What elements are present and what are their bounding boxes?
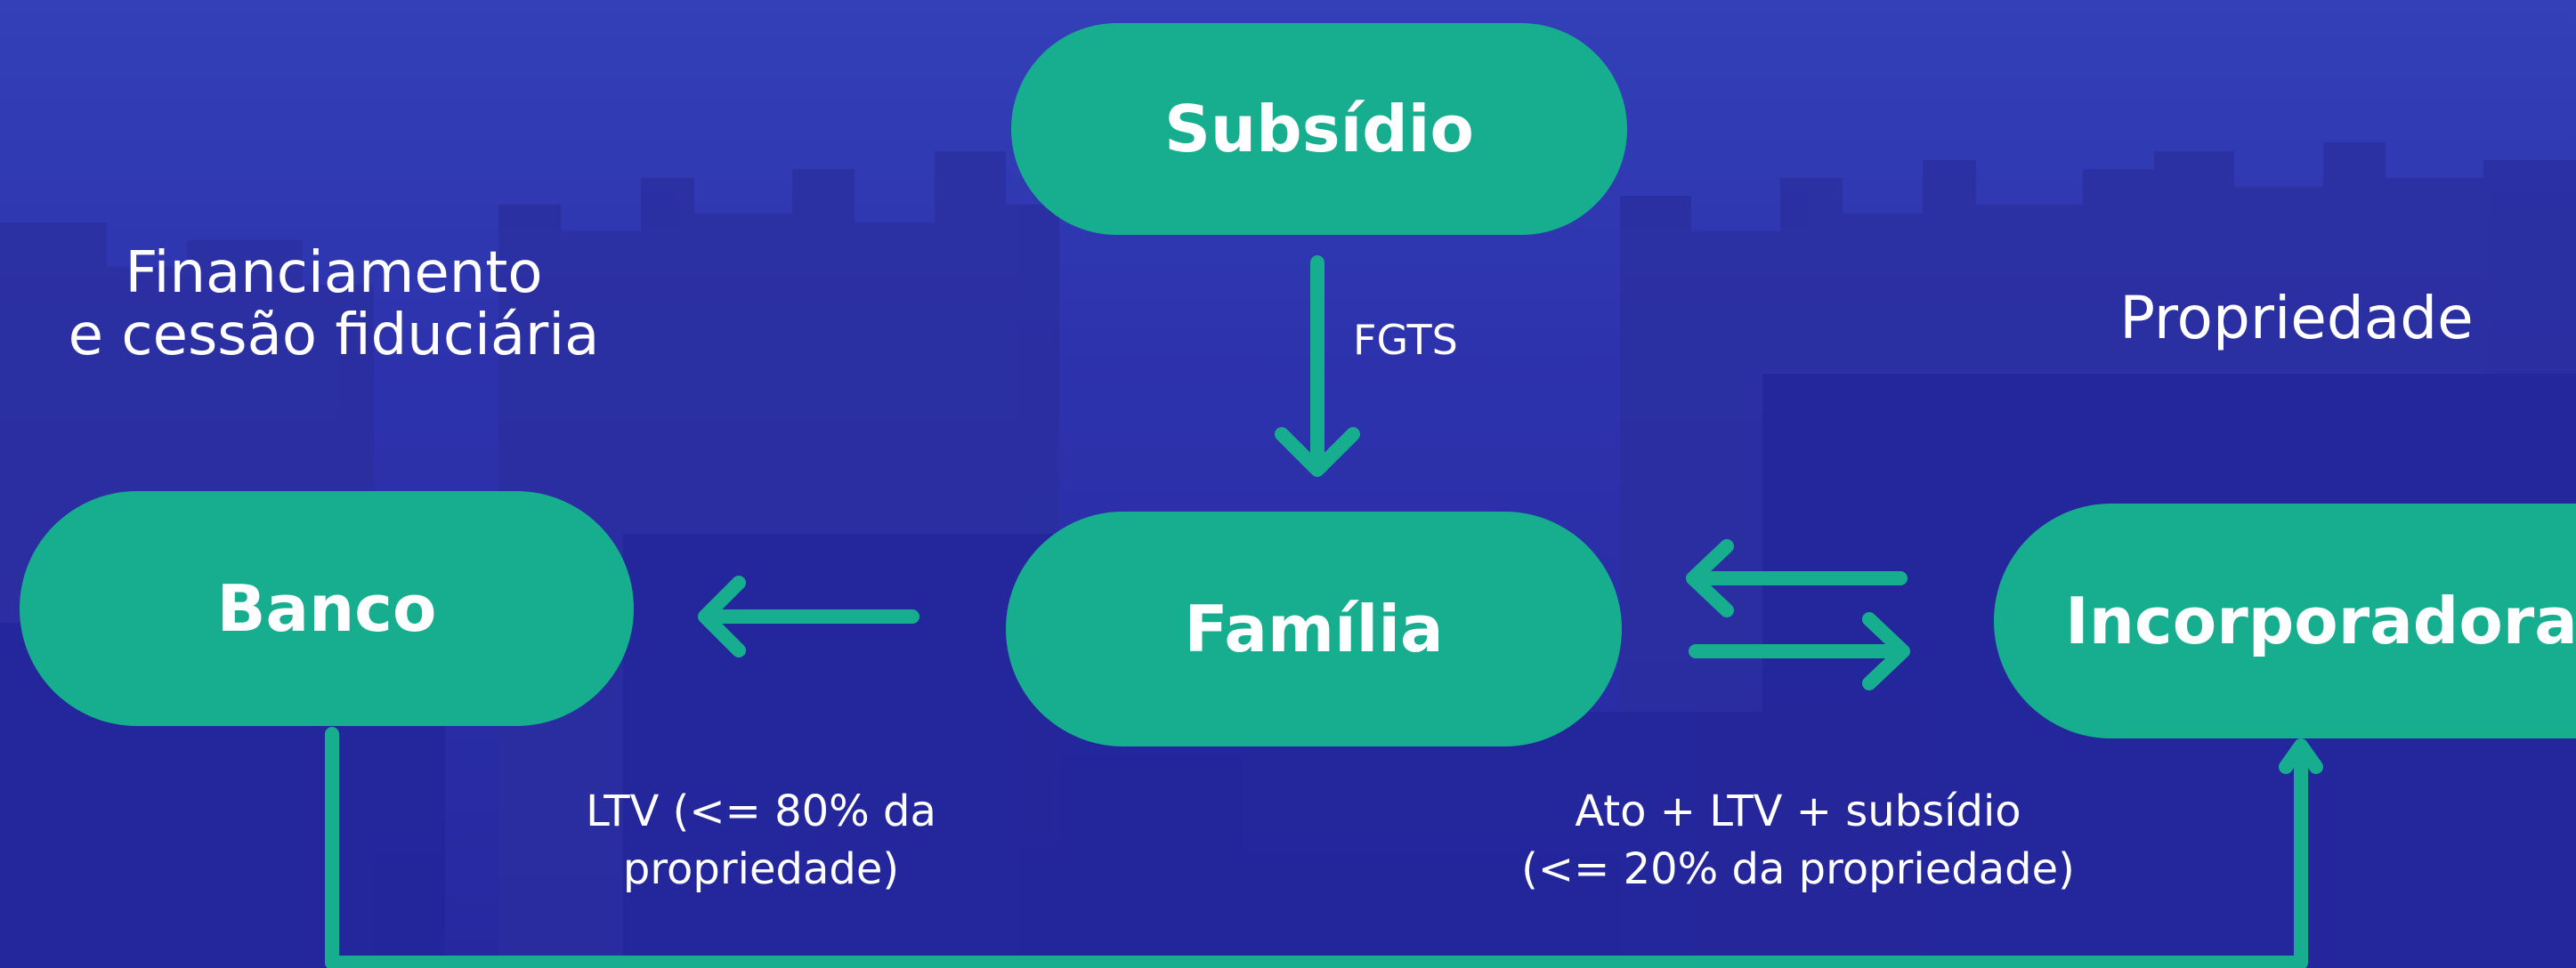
- connector-banco-to-incorporadora: [325, 727, 2308, 968]
- label-ltv-line2: propriedade): [622, 843, 900, 894]
- arrow-familia-to-incorporadora-head: [1862, 612, 1910, 690]
- label-financiamento-line1: Financiamento: [125, 240, 543, 306]
- node-subsidio: Subsídio: [1011, 23, 1627, 235]
- label-ltv-line1: LTV (<= 80% da: [586, 786, 936, 836]
- label-fgts-text: FGTS: [1353, 316, 1458, 364]
- label-ato-line2: (<= 20% da propriedade): [1521, 843, 2075, 894]
- label-propriedade-text: Propriedade: [2119, 284, 2474, 352]
- node-banco-label: Banco: [216, 571, 437, 646]
- node-familia: Família: [1006, 512, 1622, 746]
- label-propriedade: Propriedade: [2047, 283, 2546, 353]
- arrow-familia-to-banco-head: [698, 576, 746, 657]
- connector-banco-to-incorporadora-head: [2279, 738, 2323, 774]
- label-ato: Ato + LTV + subsídio (<= 20% da propried…: [1460, 783, 2136, 899]
- label-financiamento: Financiamento e cessão fiduciária: [36, 242, 632, 367]
- node-incorporadora: Incorporadora: [1994, 504, 2576, 738]
- arrow-incorporadora-to-familia-head: [1686, 539, 1734, 617]
- node-familia-label: Família: [1184, 592, 1444, 666]
- node-banco: Banco: [20, 491, 634, 726]
- arrow-subsidio-to-familia-head: [1275, 427, 1360, 477]
- label-financiamento-line2: e cessão fiduciária: [68, 302, 600, 369]
- label-ato-line1: Ato + LTV + subsídio: [1575, 786, 2021, 836]
- node-subsidio-label: Subsídio: [1164, 92, 1474, 166]
- label-ltv: LTV (<= 80% da propriedade): [534, 783, 988, 899]
- label-fgts: FGTS: [1353, 316, 1531, 365]
- node-incorporadora-label: Incorporadora: [2065, 584, 2576, 658]
